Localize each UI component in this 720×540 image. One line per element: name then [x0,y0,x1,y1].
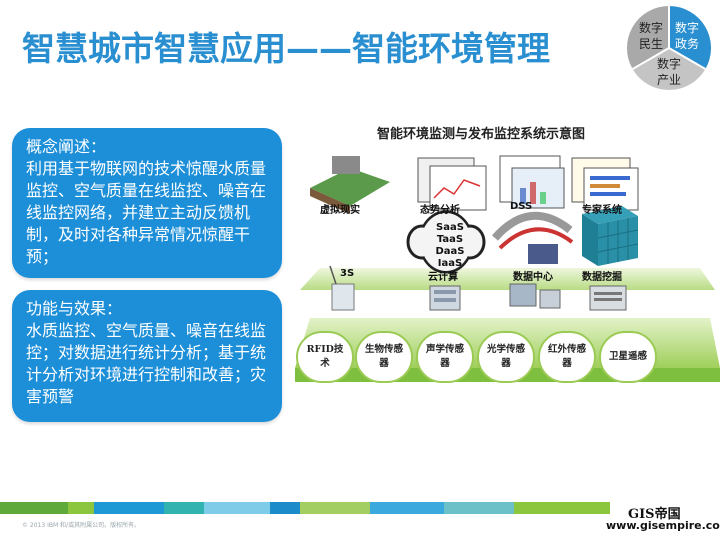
gis-empire-logo: GIS帝国 [628,507,681,522]
dss-image [499,155,565,209]
sensor-infrared: 红外传感器 [538,331,596,383]
label-dss: DSS [510,201,533,212]
footer-bar-segment [370,502,444,514]
datamining-devices-icon [589,285,627,311]
label-data-mining: 数据挖掘 [582,272,622,283]
sensor-rfid: RFID技术 [296,331,354,383]
cloud-daas: DaaS [435,246,465,257]
pie-label-industry-1: 数字 [657,56,681,71]
cloud-computing-icon [429,285,461,311]
footer-bar-segment [514,502,610,514]
function-body: 水质监控、空气质量、噪音在线监控；对数据进行统计分析；基于统计分析对环境进行控制… [26,321,267,406]
sensor-acoustic: 声学传感器 [416,331,474,383]
upper-platform [300,268,715,290]
footer-bar-segment [68,502,94,514]
expert-image [571,157,639,211]
situation-image [417,157,487,211]
website-url: www.gisempire.com [606,519,720,532]
cloud-service-list: SaaS TaaS DaaS IaaS [430,222,470,270]
sensor-optical: 光学传感器 [477,331,535,383]
page-title: 智慧城市智慧应用——智能环境管理 [22,29,550,68]
label-situation: 态势分析 [420,205,460,216]
function-heading: 功能与效果： [26,299,123,318]
footer-bar-segment [94,502,164,514]
label-cloud-computing: 云计算 [428,272,458,283]
copyright-text: © 2013 IBM 和/或其附属公司。版权所有。 [22,522,141,529]
concept-card: 概念阐述： 利用基于物联网的技术惊醒水质量监控、空气质量在线监控、噪音在线监控网… [12,128,282,278]
data-mining-cube [582,206,639,266]
label-data-center: 数据中心 [513,272,553,283]
vr-image [310,156,390,214]
footer-bar-segment [0,502,68,514]
pie-label-government-2: 政务 [675,36,699,51]
cloud-saas: SaaS [436,222,464,233]
digital-sectors-pie: 数字 民生 数字 政务 数字 产业 [619,4,719,92]
label-3s: 3S [340,268,355,279]
footer-bar-segment [270,502,300,514]
label-vr: 虚拟现实 [320,205,360,216]
data-center-icon [491,211,574,264]
sensor-bio: 生物传感器 [355,331,413,383]
sensor-satellite: 卫星遥感 [599,331,657,383]
datacenter-devices-icon [509,283,561,309]
cloud-icon [406,210,486,274]
footer-bar-segment [444,502,514,514]
concept-body: 利用基于物联网的技术惊醒水质量监控、空气质量在线监控、噪音在线监控网络，并建立主… [26,159,267,266]
cloud-iaas: IaaS [437,258,463,269]
pie-label-government-1: 数字 [675,20,699,35]
function-card: 功能与效果： 水质监控、空气质量、噪音在线监控；对数据进行统计分析；基于统计分析… [12,290,282,422]
concept-heading: 概念阐述： [26,137,107,156]
cloud-taas: TaaS [436,234,464,245]
footer-bar-segment [204,502,270,514]
footer-color-bar [0,502,720,514]
footer-bar-segment [164,502,204,514]
3s-icon [329,265,355,311]
pie-label-livelihood-1: 数字 [639,20,663,35]
pie-label-industry-2: 产业 [657,73,681,87]
pie-label-livelihood-2: 民生 [639,37,663,51]
diagram-title: 智能环境监测与发布监控系统示意图 [376,127,585,142]
label-expert: 专家系统 [582,205,622,216]
footer-bar-segment [300,502,370,514]
